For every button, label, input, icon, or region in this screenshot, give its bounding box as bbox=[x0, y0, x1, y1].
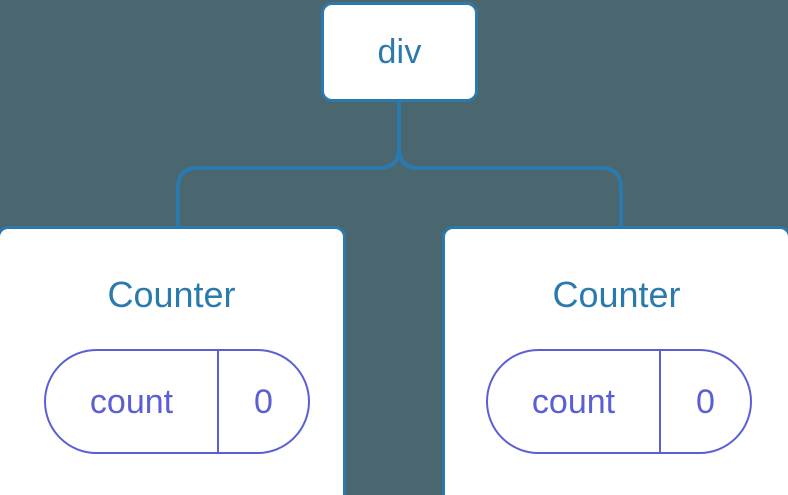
state-key-0: count bbox=[46, 351, 219, 452]
state-value-0: 0 bbox=[254, 382, 273, 421]
node-div[interactable]: div bbox=[321, 2, 478, 102]
connector-to-child-1 bbox=[397, 147, 623, 228]
node-counter-0[interactable]: Counter count 0 bbox=[0, 226, 346, 495]
state-pill-1[interactable]: count 0 bbox=[486, 349, 752, 454]
node-counter-1-label: Counter bbox=[552, 274, 681, 315]
node-counter-1[interactable]: Counter count 0 bbox=[442, 226, 788, 495]
connector-to-child-0 bbox=[176, 147, 401, 228]
state-pill-0[interactable]: count 0 bbox=[44, 349, 310, 454]
state-key-1: count bbox=[488, 351, 661, 452]
node-div-label: div bbox=[377, 33, 422, 71]
state-value-1: 0 bbox=[696, 382, 715, 421]
node-counter-0-label: Counter bbox=[107, 274, 236, 315]
